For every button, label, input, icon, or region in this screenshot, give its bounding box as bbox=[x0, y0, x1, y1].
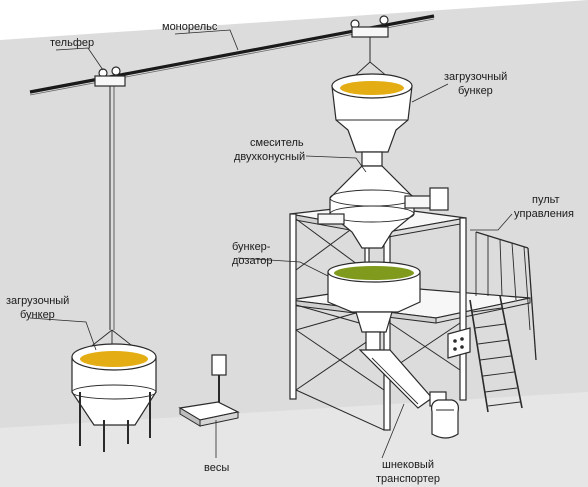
double-cone-mixer bbox=[317, 165, 449, 249]
label-mixer-line1: смеситель bbox=[250, 137, 304, 149]
label-monorail: монорельс bbox=[162, 21, 218, 33]
scales bbox=[178, 354, 240, 427]
label-hoist: тельфер bbox=[50, 37, 94, 49]
label-loading-hopper-top-line1: загрузочный bbox=[444, 71, 507, 83]
ladder bbox=[469, 231, 537, 413]
material-fill-dosing bbox=[334, 266, 414, 280]
label-control-panel-line1: пульт bbox=[532, 194, 560, 206]
leader-lines bbox=[29, 29, 513, 459]
label-screw-conveyor-line1: шнековый bbox=[382, 459, 434, 471]
control-panel bbox=[447, 327, 471, 359]
label-mixer-line2: двухконусный bbox=[234, 151, 305, 163]
hoist-left bbox=[94, 66, 126, 330]
labels: тельфер монорельс загрузочный бункер сме… bbox=[6, 21, 574, 485]
hoist-right bbox=[350, 15, 389, 62]
label-dosing-hopper-line1: бункер- bbox=[232, 241, 271, 253]
label-screw-conveyor-line2: транспортер bbox=[376, 473, 440, 485]
label-control-panel-line2: управления bbox=[514, 208, 574, 220]
material-fill-top bbox=[340, 81, 404, 95]
material-fill-left bbox=[80, 351, 148, 367]
label-loading-hopper-left-line1: загрузочный bbox=[6, 295, 69, 307]
label-scales: весы bbox=[204, 462, 229, 474]
loading-hopper-top bbox=[331, 61, 413, 167]
screw-conveyor bbox=[358, 349, 459, 439]
label-dosing-hopper-line2: дозатор bbox=[232, 255, 272, 267]
dosing-hopper bbox=[327, 261, 421, 351]
loading-hopper-left bbox=[71, 329, 157, 452]
label-loading-hopper-top-line2: бункер bbox=[458, 85, 493, 97]
label-loading-hopper-left-line2: бункер bbox=[20, 309, 55, 321]
